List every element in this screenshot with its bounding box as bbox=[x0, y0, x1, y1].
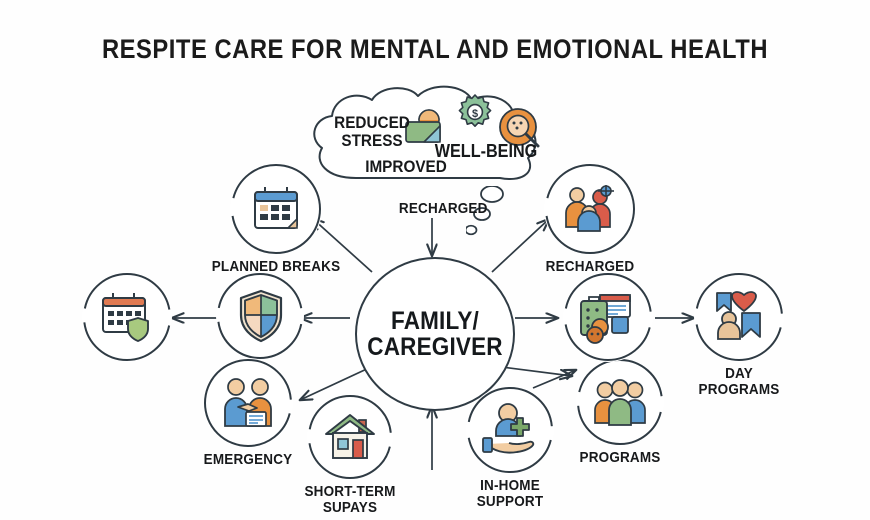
gear-dollar-icon: $ bbox=[455, 92, 495, 137]
node-recharged[interactable]: RECHARGED bbox=[544, 163, 636, 275]
thought-bubbles bbox=[466, 186, 504, 236]
family-group-icon bbox=[562, 181, 618, 237]
node-ring bbox=[203, 358, 293, 448]
house-icon bbox=[323, 412, 377, 462]
cloud-text-improved: IMPROVED bbox=[365, 157, 447, 176]
people-group-icon bbox=[592, 376, 648, 428]
calendar-icon bbox=[250, 183, 302, 235]
node-short-term-stays[interactable]: SHORT-TERM SUPAYS bbox=[304, 394, 395, 516]
bookmark-heart-person-icon bbox=[712, 288, 766, 344]
sunrise-landscape-icon bbox=[402, 104, 454, 153]
center-hub-family-caregiver[interactable]: FAMILY/ CAREGIVER bbox=[355, 257, 515, 411]
node-services[interactable] bbox=[563, 272, 653, 362]
node-ring bbox=[563, 272, 653, 362]
luggage-documents-icon bbox=[578, 288, 638, 346]
calendar-shield-icon bbox=[100, 291, 154, 343]
cloud-text-reduced-stress: REDUCED STRESS bbox=[334, 113, 410, 150]
node-ring bbox=[694, 272, 784, 362]
node-day-programs-label: DAY PROGRAMS bbox=[698, 365, 780, 399]
cloud-text-well-being: WELL-BEING bbox=[434, 141, 538, 161]
page-title: RESPITE CARE FOR MENTAL AND EMOTIONAL HE… bbox=[101, 34, 769, 64]
node-planned-breaks[interactable]: PLANNED BREAKS bbox=[212, 163, 340, 275]
node-emergency-label: EMERGENCY bbox=[203, 451, 293, 468]
node-calendar-shield[interactable] bbox=[82, 272, 172, 362]
magnifier-icon bbox=[497, 106, 545, 157]
node-in-home-support-label: IN-HOME SUPPORT bbox=[476, 477, 544, 511]
node-planned-breaks-label: PLANNED BREAKS bbox=[211, 258, 341, 275]
node-programs-label: PROGRAMS bbox=[579, 449, 661, 466]
shield-quad-icon bbox=[238, 289, 284, 343]
center-hub-label: FAMILY/ CAREGIVER bbox=[367, 306, 503, 361]
node-day-programs[interactable]: DAY PROGRAMS bbox=[694, 272, 784, 398]
thought-cloud: $ REDUCED STRESS IMPROVED WELL-BEING bbox=[296, 82, 562, 194]
recharged-flow-caption: RECHARGED bbox=[398, 200, 488, 217]
svg-text:$: $ bbox=[472, 108, 478, 120]
node-emergency[interactable]: EMERGENCY bbox=[203, 358, 293, 468]
caring-hand-icon bbox=[481, 401, 539, 459]
node-in-home-support[interactable]: IN-HOME SUPPORT bbox=[466, 386, 554, 510]
node-shield[interactable] bbox=[216, 272, 304, 360]
node-programs[interactable]: PROGRAMS bbox=[576, 358, 664, 466]
node-short-term-stays-label: SHORT-TERM SUPAYS bbox=[304, 483, 396, 517]
node-recharged-label: RECHARGED bbox=[545, 258, 635, 275]
handshake-document-icon bbox=[220, 375, 276, 431]
